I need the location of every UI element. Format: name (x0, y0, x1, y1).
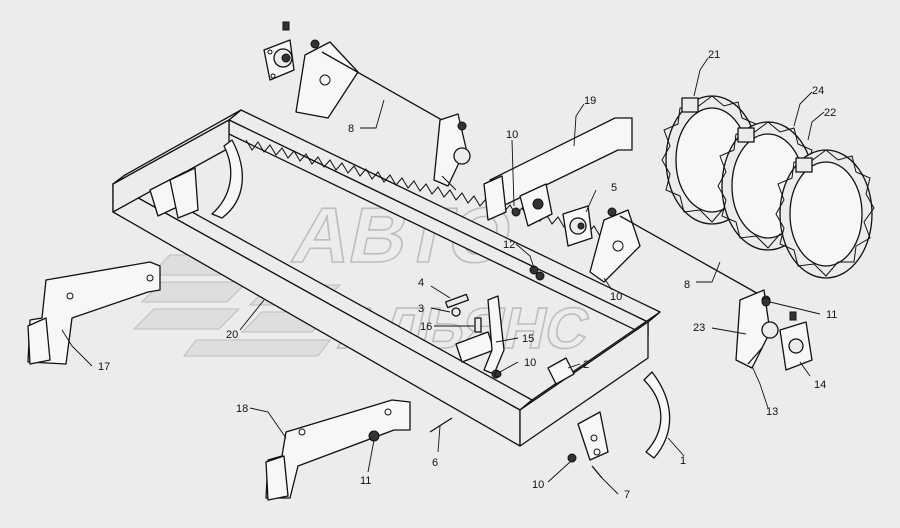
bolt-4 (444, 293, 470, 309)
callout-23: 23 (693, 322, 705, 334)
callout-8-bottom: 8 (684, 279, 690, 291)
callout-14: 14 (814, 379, 826, 391)
side-arm-18 (265, 399, 411, 501)
nut-10-frame (494, 370, 502, 378)
bearing-flange-mid (562, 205, 617, 247)
spring-tine-1 (643, 371, 671, 459)
callout-22: 22 (824, 107, 836, 119)
callout-10-top: 10 (506, 129, 518, 141)
spring-tine-20 (211, 139, 243, 219)
shaft-8-top (321, 51, 457, 129)
callout-19: 19 (584, 95, 596, 107)
nut-11-right (761, 297, 771, 307)
callout-2: 2 (583, 359, 589, 371)
side-arm-17 (27, 261, 161, 365)
main-frame (112, 109, 661, 461)
bearing-flange-top (263, 21, 295, 81)
callout-18: 18 (236, 403, 248, 415)
callout-20: 20 (226, 329, 238, 341)
callout-16: 16 (420, 321, 432, 333)
bracket-19 (483, 117, 633, 221)
bolt-7 (591, 465, 603, 479)
arm-plate-23 (735, 289, 779, 369)
watermark: АВТО АЛЬЯНС (132, 191, 596, 362)
callout-4: 4 (418, 277, 424, 289)
pin-13 (747, 347, 763, 365)
callout-5: 5 (611, 182, 617, 194)
callout-11-lower: 11 (360, 475, 371, 487)
callout-7: 7 (624, 489, 630, 501)
callout-3: 3 (418, 303, 424, 315)
callout-17: 17 (98, 361, 110, 373)
callouts: 1 2 3 4 5 6 7 8 8 10 10 10 10 11 11 12 1 (61, 49, 837, 501)
bolt-6 (429, 417, 453, 433)
nut-10-lower (567, 453, 577, 463)
callout-11-right: 11 (826, 309, 837, 321)
arm-plate-mid (589, 209, 641, 283)
callout-10-lower: 10 (532, 479, 544, 491)
bolt-16 (474, 317, 482, 333)
nut-3 (451, 307, 461, 317)
callout-13: 13 (766, 406, 778, 418)
arm-plate-top-right (433, 113, 471, 191)
callout-10-mid: 10 (610, 291, 622, 303)
arm-plate-top-left (295, 39, 359, 119)
tine-holder-15 (455, 295, 505, 379)
nut-12 (529, 265, 545, 281)
callout-15: 15 (522, 333, 534, 345)
bracket-10-mid (511, 183, 553, 227)
bearing-flange-14 (779, 311, 813, 371)
shaft-8-bottom (619, 215, 763, 297)
callout-1: 1 (680, 455, 686, 467)
nut-11-lower (368, 430, 380, 442)
callout-6: 6 (432, 457, 438, 469)
packer-wheel-22 (775, 149, 875, 279)
callout-24: 24 (812, 85, 824, 97)
callout-12: 12 (503, 239, 515, 251)
callout-8-top: 8 (348, 123, 354, 135)
callout-10-frame: 10 (524, 357, 536, 369)
callout-21: 21 (708, 49, 720, 61)
clip-2 (547, 357, 575, 385)
